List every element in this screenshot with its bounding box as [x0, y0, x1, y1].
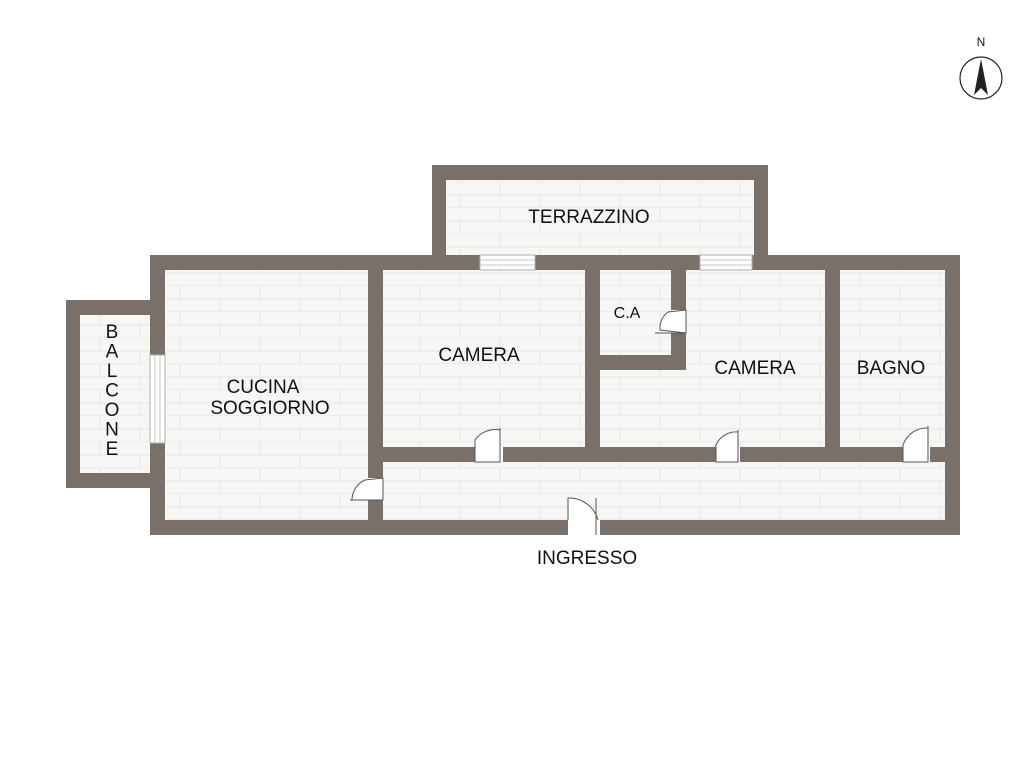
- room-label-ca: C.A: [614, 305, 641, 322]
- window-terrazzino-camera2: [699, 254, 753, 271]
- balcone-letter: O: [105, 400, 120, 421]
- balcone-letter: N: [105, 420, 119, 441]
- room-label-soggiorno: SOGGIORNO: [210, 398, 329, 419]
- door-camera-1: [474, 428, 503, 463]
- room-label-camera-2: CAMERA: [714, 358, 796, 379]
- balcone-letter: E: [106, 439, 119, 460]
- door-camera-2: [715, 430, 740, 463]
- door-bagno: [902, 426, 930, 463]
- balcone-letter: C: [105, 381, 119, 402]
- compass-label: N: [977, 35, 986, 49]
- balcone-letter: L: [107, 361, 118, 382]
- compass: N: [959, 35, 1003, 100]
- room-label-ingresso: INGRESSO: [537, 548, 637, 569]
- window-balcone: [149, 354, 166, 444]
- closet-walls: [600, 270, 686, 370]
- balcone-letter: B: [106, 322, 119, 343]
- corridor-floor: [383, 462, 945, 520]
- window-terrazzino-camera1: [479, 254, 536, 271]
- terrazzino-floor: [446, 180, 754, 255]
- cucina-soggiorno-floor: [165, 270, 368, 520]
- balcone-floor: [80, 315, 150, 473]
- room-label-bagno: BAGNO: [857, 358, 926, 379]
- doors: [350, 309, 930, 535]
- door-ca: [655, 309, 687, 334]
- windows: [149, 254, 753, 444]
- room-label-camera-1: CAMERA: [438, 345, 520, 366]
- bagno-floor: [840, 270, 945, 447]
- room-labels: TERRAZZINO CUCINA SOGGIORNO CAMERA C.A C…: [105, 207, 926, 569]
- camera-1-floor: [383, 270, 585, 447]
- door-entrance: [567, 497, 600, 535]
- balcone-letter: A: [106, 342, 119, 363]
- room-label-terrazzino: TERRAZZINO: [528, 207, 649, 228]
- room-label-cucina: CUCINA: [227, 377, 300, 398]
- door-cucina: [350, 477, 384, 501]
- north-arrow-icon: [974, 59, 988, 95]
